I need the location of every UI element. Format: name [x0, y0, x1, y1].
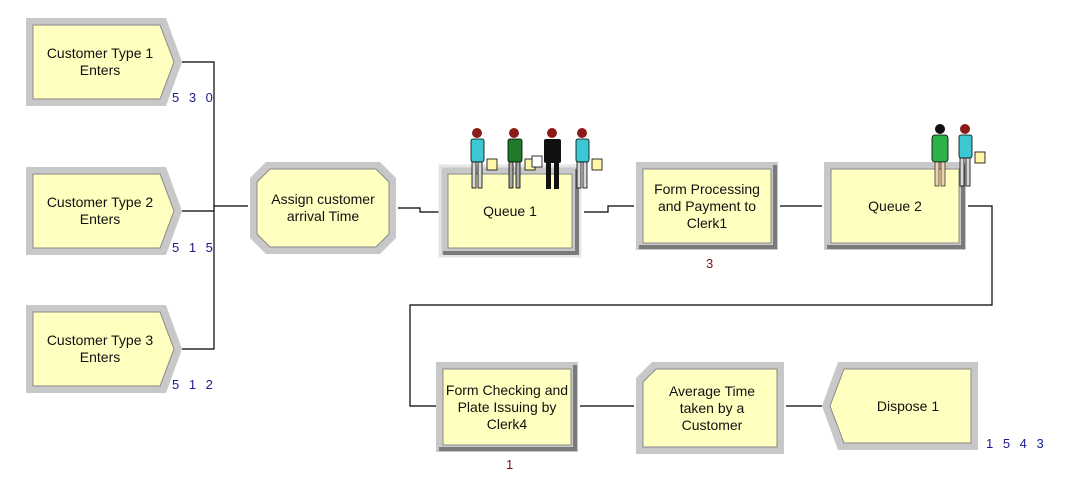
- module-dispose[interactable]: [822, 362, 978, 450]
- module-assign[interactable]: [250, 162, 396, 254]
- queue1-entities: [470, 128, 603, 189]
- person-with-form-icon: [931, 124, 949, 187]
- module-queue-1[interactable]: [438, 164, 582, 258]
- queue2-entities: [931, 124, 986, 187]
- dispose-counter: 1 5 4 3: [986, 436, 1047, 451]
- module-process-2[interactable]: [436, 362, 578, 452]
- module-create-3[interactable]: [26, 305, 182, 393]
- module-create-2[interactable]: [26, 167, 182, 255]
- module-process-1[interactable]: [636, 162, 778, 250]
- connectors: [182, 61, 993, 407]
- create-1-counter: 5 3 0: [172, 90, 216, 105]
- person-with-form-icon: [507, 128, 536, 189]
- module-create-1[interactable]: [26, 18, 182, 106]
- create-2-counter: 5 1 5: [172, 240, 216, 255]
- connector-create3-assign: [182, 206, 215, 350]
- connector-create1-assign: [182, 61, 248, 207]
- create-3-counter: 5 1 2: [172, 377, 216, 392]
- process-1-counter: 3: [706, 256, 714, 271]
- person-with-form-icon: [575, 128, 603, 189]
- module-record[interactable]: [636, 362, 784, 454]
- person-with-form-icon: [470, 128, 498, 189]
- connector-assign-queue1: [398, 207, 440, 213]
- person-with-form-icon: [531, 128, 561, 189]
- process-2-counter: 1: [506, 457, 514, 472]
- connector-queue1-process1: [584, 205, 634, 213]
- person-with-form-icon: [958, 124, 986, 187]
- connector-queue2-process2: [409, 205, 993, 407]
